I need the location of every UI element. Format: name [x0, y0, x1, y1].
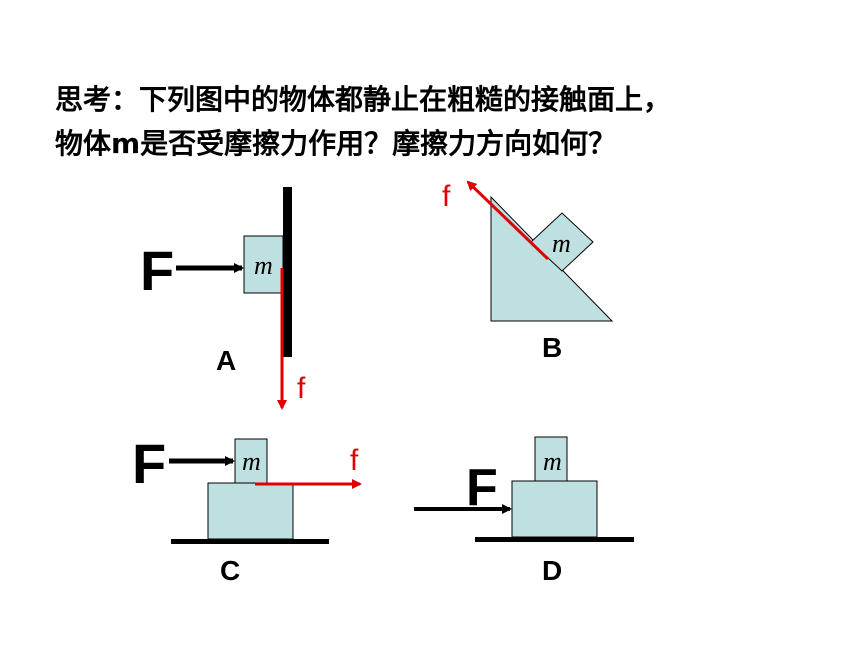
diagram-a-wall — [283, 187, 292, 357]
diagram-a-block — [243, 235, 284, 294]
diagram-a-force-label: F — [140, 239, 174, 302]
diagram-d: m F D — [414, 436, 634, 586]
diagram-b-caption: B — [542, 332, 562, 363]
diagram-c-ground — [171, 539, 329, 544]
diagram-c-force-label: F — [132, 432, 166, 495]
diagram-c: m F f C — [132, 432, 362, 586]
diagram-a-mass-label: m — [254, 251, 273, 280]
diagram-a-caption: A — [216, 345, 236, 376]
question-line-2: 物体m是否受摩擦力作用？摩擦力方向如何？ — [55, 127, 617, 160]
diagram-c-mass-label: m — [242, 447, 261, 476]
diagram-d-caption: D — [542, 555, 562, 586]
diagram-c-caption: C — [220, 555, 240, 586]
diagram-a-friction-label: f — [297, 372, 306, 405]
diagram-b-friction-arrow — [466, 180, 550, 261]
diagram-a: m F f A — [140, 187, 306, 410]
diagram-d-upper-block — [534, 436, 568, 482]
question-line-1: 思考：下列图中的物体都静止在粗糙的接触面上， — [55, 83, 672, 116]
diagram-d-ground — [475, 537, 634, 542]
diagram-b-friction-label: f — [442, 180, 451, 213]
diagram-d-lower-block — [511, 480, 598, 538]
diagram-b-mass-label: m — [552, 229, 571, 258]
diagram-d-mass-label: m — [543, 447, 562, 476]
diagram-c-friction-label: f — [350, 444, 359, 477]
diagram-c-lower-block — [207, 482, 294, 540]
diagram-b: m f B — [442, 180, 614, 363]
question-text: 思考：下列图中的物体都静止在粗糙的接触面上， 物体m是否受摩擦力作用？摩擦力方向… — [55, 78, 835, 166]
diagram-c-upper-block — [234, 438, 268, 484]
diagram-d-force-label: F — [466, 459, 498, 517]
